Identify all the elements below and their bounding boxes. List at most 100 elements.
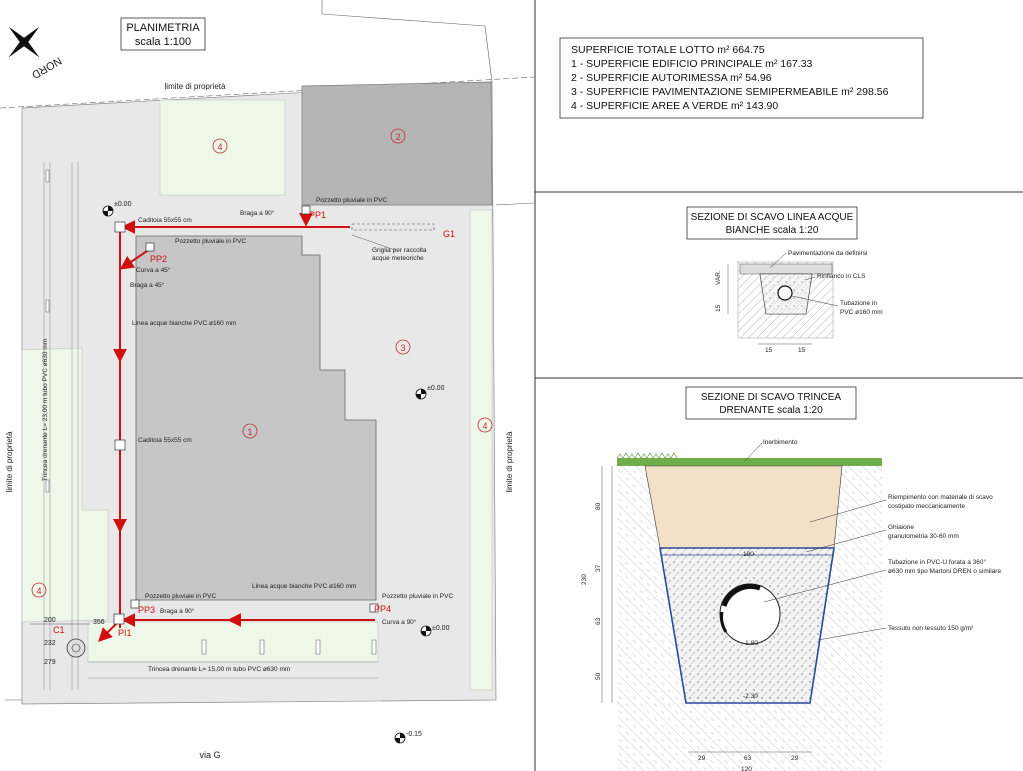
plan-scale: scala 1:100: [135, 36, 191, 48]
svg-text:180: 180: [743, 551, 754, 558]
area-marker-1: 1: [242, 423, 258, 439]
label-pi1: PI1: [118, 628, 132, 638]
svg-text:37: 37: [595, 564, 602, 572]
note-pozzetto-pp2: Pozzetto pluviale in PVC: [175, 238, 246, 245]
area-marker-4-right: 4: [477, 417, 493, 433]
pit-pi1: [113, 613, 125, 625]
surface-row-2: 2 - SUPERFICIE AUTORIMESSA m² 54.96: [571, 72, 772, 84]
well-c1: [66, 638, 86, 658]
section1-title-2: BIANCHE scala 1:20: [726, 225, 819, 236]
surface-row-3: 3 - SUPERFICIE PAVIMENTAZIONE SEMIPERMEA…: [571, 86, 889, 98]
surfaces-table: SUPERFICIE TOTALE LOTTO m² 664.75 1 - SU…: [559, 37, 924, 119]
area-marker-4-top: 4: [212, 138, 228, 154]
svg-text:50: 50: [595, 672, 602, 680]
area-marker-4-left: 4: [31, 582, 47, 598]
label-pp3: PP3: [138, 605, 155, 615]
note-trincea-vertical: Trincea drenante L= 23,00 m tubo PVC ø63…: [42, 339, 49, 481]
section2-title-1: SEZIONE DI SCAVO TRINCEA: [701, 392, 842, 403]
area-marker-2: 2: [390, 128, 406, 144]
level-marker-2: ±0.00: [415, 385, 445, 400]
svg-text:4: 4: [217, 142, 222, 152]
label-pp1: PP1: [309, 210, 326, 220]
site-plan: NORD PLANIMETRIA scala 1:100 limite di p…: [0, 0, 536, 760]
svg-text:Inerbimento: Inerbimento: [763, 439, 798, 446]
pit-pp1: [301, 205, 311, 215]
area-marker-3: 3: [395, 339, 411, 355]
garage: [301, 81, 493, 206]
limit-right-label: limite di proprietà: [505, 431, 514, 492]
pit-pp4: [369, 603, 379, 613]
pit-pp2: [145, 242, 155, 252]
svg-text:granulometria 30-60 mm: granulometria 30-60 mm: [888, 533, 959, 540]
plan-dimensions: 200 356 232 279: [30, 617, 105, 666]
svg-text:230: 230: [581, 574, 588, 585]
green-area-right: [469, 209, 493, 691]
svg-text:4: 4: [482, 421, 487, 431]
surface-row-0: SUPERFICIE TOTALE LOTTO m² 664.75: [571, 44, 765, 56]
level-marker-3: ±0.00: [420, 625, 450, 637]
svg-text:4: 4: [36, 586, 41, 596]
svg-text:279: 279: [44, 659, 56, 666]
svg-text:29: 29: [698, 755, 706, 762]
svg-text:ø630 mm tipo Martoni DREN o s: ø630 mm tipo Martoni DREN o similare: [888, 568, 1001, 575]
green-area-left: [21, 347, 109, 623]
section-storm-water-line: SEZIONE DI SCAVO LINEA ACQUE BIANCHE sca…: [686, 206, 883, 354]
svg-text:Tessuto non tessuto 150 g/m²: Tessuto non tessuto 150 g/m²: [888, 625, 974, 632]
note-braga45: Braga a 45°: [130, 281, 165, 289]
svg-text:15: 15: [715, 304, 722, 312]
plan-annotations: Caditoia 55x55 cm Braga a 90° Pozzetto p…: [42, 197, 453, 673]
svg-text:Ghiaione: Ghiaione: [888, 524, 914, 531]
svg-text:15: 15: [798, 347, 806, 354]
svg-text:VAR.: VAR.: [715, 270, 722, 285]
svg-text:15: 15: [765, 347, 773, 354]
section2-title-2: DRENANTE scala 1:20: [719, 405, 823, 416]
note-griglia-1: Griglia per raccolta: [372, 247, 427, 254]
svg-text:3: 3: [400, 343, 405, 353]
svg-text:-1.80: -1.80: [743, 640, 758, 647]
plan-title-box: [120, 17, 206, 51]
note-trincea-horizontal: Trincea drenante L= 15,00 m tubo PVC ø63…: [148, 666, 290, 673]
section-drainage-trench: SEZIONE DI SCAVO TRINCEA DRENANTE scala …: [581, 386, 1001, 771]
svg-text:±0.00: ±0.00: [114, 201, 132, 208]
svg-text:1: 1: [247, 427, 252, 437]
label-g1: G1: [443, 229, 455, 239]
svg-text:356: 356: [93, 619, 105, 626]
catch-basin-1: [114, 221, 126, 233]
surface-row-1: 1 - SUPERFICIE EDIFICIO PRINCIPALE m² 16…: [571, 58, 813, 70]
limit-left-label: limite di proprietà: [5, 431, 14, 492]
note-pozzetto-pp3: Pozzetto pluviale in PVC: [145, 593, 216, 600]
limit-top-label: limite di proprietà: [165, 82, 226, 91]
street-label: via G: [199, 750, 220, 760]
svg-text:Tubazione in PVC-U forata a 36: Tubazione in PVC-U forata a 360°: [888, 558, 987, 566]
svg-text:Riempimento con materiale di s: Riempimento con materiale di scavo: [888, 494, 993, 501]
plan-title: PLANIMETRIA: [126, 22, 200, 34]
section1-title-1: SEZIONE DI SCAVO LINEA ACQUE: [691, 212, 854, 223]
svg-text:Pavimentazione da definirsi: Pavimentazione da definirsi: [788, 250, 868, 257]
svg-text:63: 63: [595, 617, 602, 625]
svg-text:200: 200: [44, 617, 56, 624]
note-braga90-bottom: Braga a 90°: [160, 607, 195, 615]
note-griglia-2: acque meteoriche: [372, 255, 424, 262]
svg-text:Tubazione in: Tubazione in: [840, 300, 877, 307]
svg-text:PVC ø160 mm: PVC ø160 mm: [840, 309, 883, 316]
north-label: NORD: [29, 54, 63, 81]
note-pozzetto-pp4: Pozzetto pluviale in PVC: [382, 593, 453, 600]
label-pp2: PP2: [150, 254, 167, 264]
green-area-top: [159, 99, 286, 196]
green-area-bottom: [87, 621, 379, 663]
svg-text:±0.00: ±0.00: [432, 625, 450, 632]
svg-text:±0.00: ±0.00: [427, 385, 445, 392]
level-marker-1: ±0.00: [102, 201, 132, 217]
svg-text:2: 2: [395, 132, 400, 142]
svg-text:80: 80: [595, 502, 602, 510]
svg-text:232: 232: [44, 640, 56, 647]
svg-text:29: 29: [791, 755, 799, 762]
note-curva90: Curva a 90°: [382, 618, 417, 626]
svg-text:63: 63: [744, 755, 752, 762]
svg-text:Rinfianco in CLS: Rinfianco in CLS: [817, 273, 866, 280]
note-caditoia-1: Caditoia 55x55 cm: [138, 217, 192, 224]
level-marker-4: -0.15: [394, 731, 422, 744]
svg-text:-2.30: -2.30: [743, 693, 758, 700]
main-building: [135, 235, 377, 601]
label-pp4: PP4: [374, 604, 391, 614]
